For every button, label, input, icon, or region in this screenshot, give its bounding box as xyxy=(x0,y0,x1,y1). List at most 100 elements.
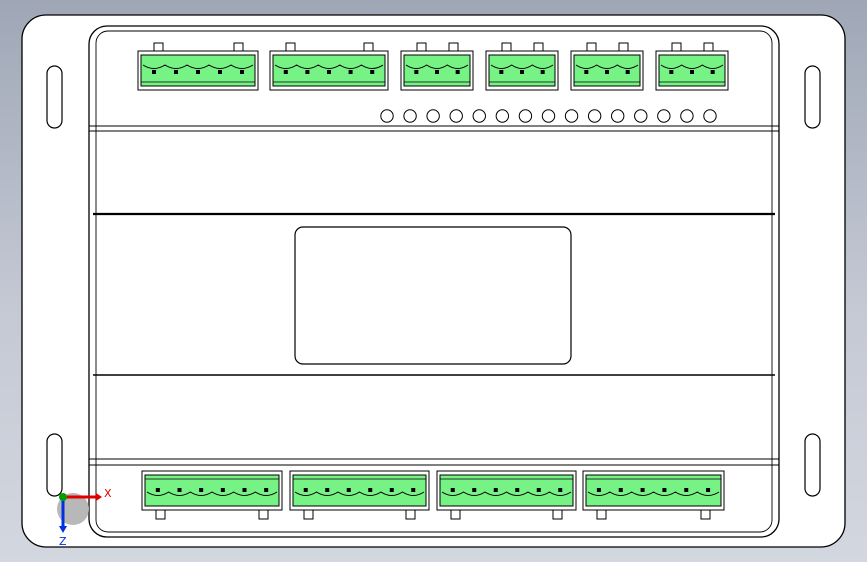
terminal-tab xyxy=(258,509,269,520)
mount-slot-icon xyxy=(46,65,63,129)
terminal-tab xyxy=(155,509,166,520)
terminal-pin xyxy=(389,488,394,492)
terminal-pin xyxy=(196,70,200,74)
indicator-led-icon xyxy=(634,109,648,123)
terminal-pin xyxy=(584,70,589,74)
top-terminal-4[interactable] xyxy=(485,42,559,91)
terminal-wave xyxy=(441,491,572,496)
z-axis-label: Z xyxy=(59,535,67,548)
terminal-pin xyxy=(472,488,477,492)
z-axis-arrowhead xyxy=(59,526,67,533)
terminal-tab xyxy=(552,509,563,520)
top-terminal-2[interactable] xyxy=(269,42,389,91)
terminal-wave xyxy=(146,491,278,496)
indicator-led-icon xyxy=(426,109,440,123)
terminal-body xyxy=(585,474,722,507)
terminal-wave xyxy=(405,64,469,69)
terminal-pin xyxy=(152,70,156,74)
indicator-led-icon xyxy=(449,109,463,123)
mount-slot-icon xyxy=(46,433,63,497)
terminal-pin xyxy=(520,70,524,74)
terminal-body xyxy=(439,474,574,507)
terminal-pin xyxy=(155,488,160,492)
indicator-led-icon xyxy=(703,109,717,123)
axis-triad: X Z xyxy=(57,487,112,548)
terminal-pin xyxy=(348,70,353,74)
module-housing-inner xyxy=(95,30,773,533)
bottom-terminal-4[interactable] xyxy=(582,470,725,520)
terminal-pin xyxy=(303,488,308,492)
terminal-body xyxy=(292,474,427,507)
terminal-wave xyxy=(587,491,720,496)
terminal-pin xyxy=(662,488,667,492)
terminal-wave xyxy=(490,64,554,69)
mount-slot-icon xyxy=(804,433,821,497)
triad-origin-shadow xyxy=(57,493,89,525)
terminal-pin xyxy=(325,488,330,492)
x-axis-arrowhead xyxy=(96,493,102,501)
terminal-pin xyxy=(625,70,630,74)
terminal-pin xyxy=(605,70,609,74)
terminal-wave xyxy=(575,64,639,69)
indicator-led-icon xyxy=(611,109,625,123)
terminal-wave xyxy=(294,491,425,496)
terminal-pin xyxy=(305,70,310,74)
terminal-wave xyxy=(274,64,384,69)
terminal-pin xyxy=(596,488,601,492)
terminal-body xyxy=(140,54,256,87)
top-terminal-3[interactable] xyxy=(400,42,474,91)
terminal-pin xyxy=(368,488,373,492)
terminal-pin xyxy=(177,488,182,492)
terminal-pin xyxy=(690,70,694,74)
terminal-pin xyxy=(240,70,244,74)
terminal-pin xyxy=(684,488,689,492)
terminal-pin xyxy=(218,70,222,74)
terminal-pin xyxy=(640,488,645,492)
terminal-pin xyxy=(710,70,715,74)
terminal-pin xyxy=(264,488,269,492)
terminal-pin xyxy=(414,70,419,74)
y-axis-dot xyxy=(59,493,67,501)
terminal-pin xyxy=(199,488,204,492)
indicator-led-icon xyxy=(472,109,486,123)
terminal-pin xyxy=(536,488,541,492)
terminal-pin xyxy=(618,488,623,492)
x-axis-label: X xyxy=(104,487,112,500)
terminal-pin xyxy=(346,488,351,492)
indicator-led-icon xyxy=(495,109,510,123)
terminal-tab xyxy=(405,509,416,520)
display-window xyxy=(294,226,572,365)
indicator-led-icon xyxy=(587,109,602,123)
terminal-pin xyxy=(706,488,711,492)
terminal-pin xyxy=(174,70,178,74)
terminal-wave xyxy=(660,64,724,69)
indicator-led-icon xyxy=(657,109,671,123)
indicator-led-icon xyxy=(541,109,556,123)
top-terminal-5[interactable] xyxy=(570,42,644,91)
terminal-pin xyxy=(499,70,504,74)
terminal-pin xyxy=(515,488,520,492)
mount-slot-icon xyxy=(804,65,821,129)
bottom-terminal-3[interactable] xyxy=(436,470,577,520)
terminal-tab xyxy=(700,509,711,520)
terminal-wave xyxy=(142,64,254,69)
top-terminal-6[interactable] xyxy=(655,42,729,91)
terminal-pin xyxy=(493,488,498,492)
indicator-led-icon xyxy=(403,109,417,123)
terminal-pin xyxy=(220,488,225,492)
indicator-led-icon xyxy=(380,109,394,123)
bottom-terminal-1[interactable] xyxy=(141,470,283,520)
terminal-pin xyxy=(327,70,331,74)
indicator-led-icon xyxy=(518,109,533,123)
terminal-pin xyxy=(669,70,674,74)
terminal-pin xyxy=(242,488,247,492)
terminal-pin xyxy=(283,70,288,74)
terminal-pin xyxy=(540,70,545,74)
terminal-tab xyxy=(303,509,314,520)
terminal-pin xyxy=(558,488,563,492)
terminal-pin xyxy=(450,488,455,492)
bottom-terminal-2[interactable] xyxy=(289,470,430,520)
top-terminal-1[interactable] xyxy=(137,42,259,91)
terminal-tab xyxy=(596,509,607,520)
